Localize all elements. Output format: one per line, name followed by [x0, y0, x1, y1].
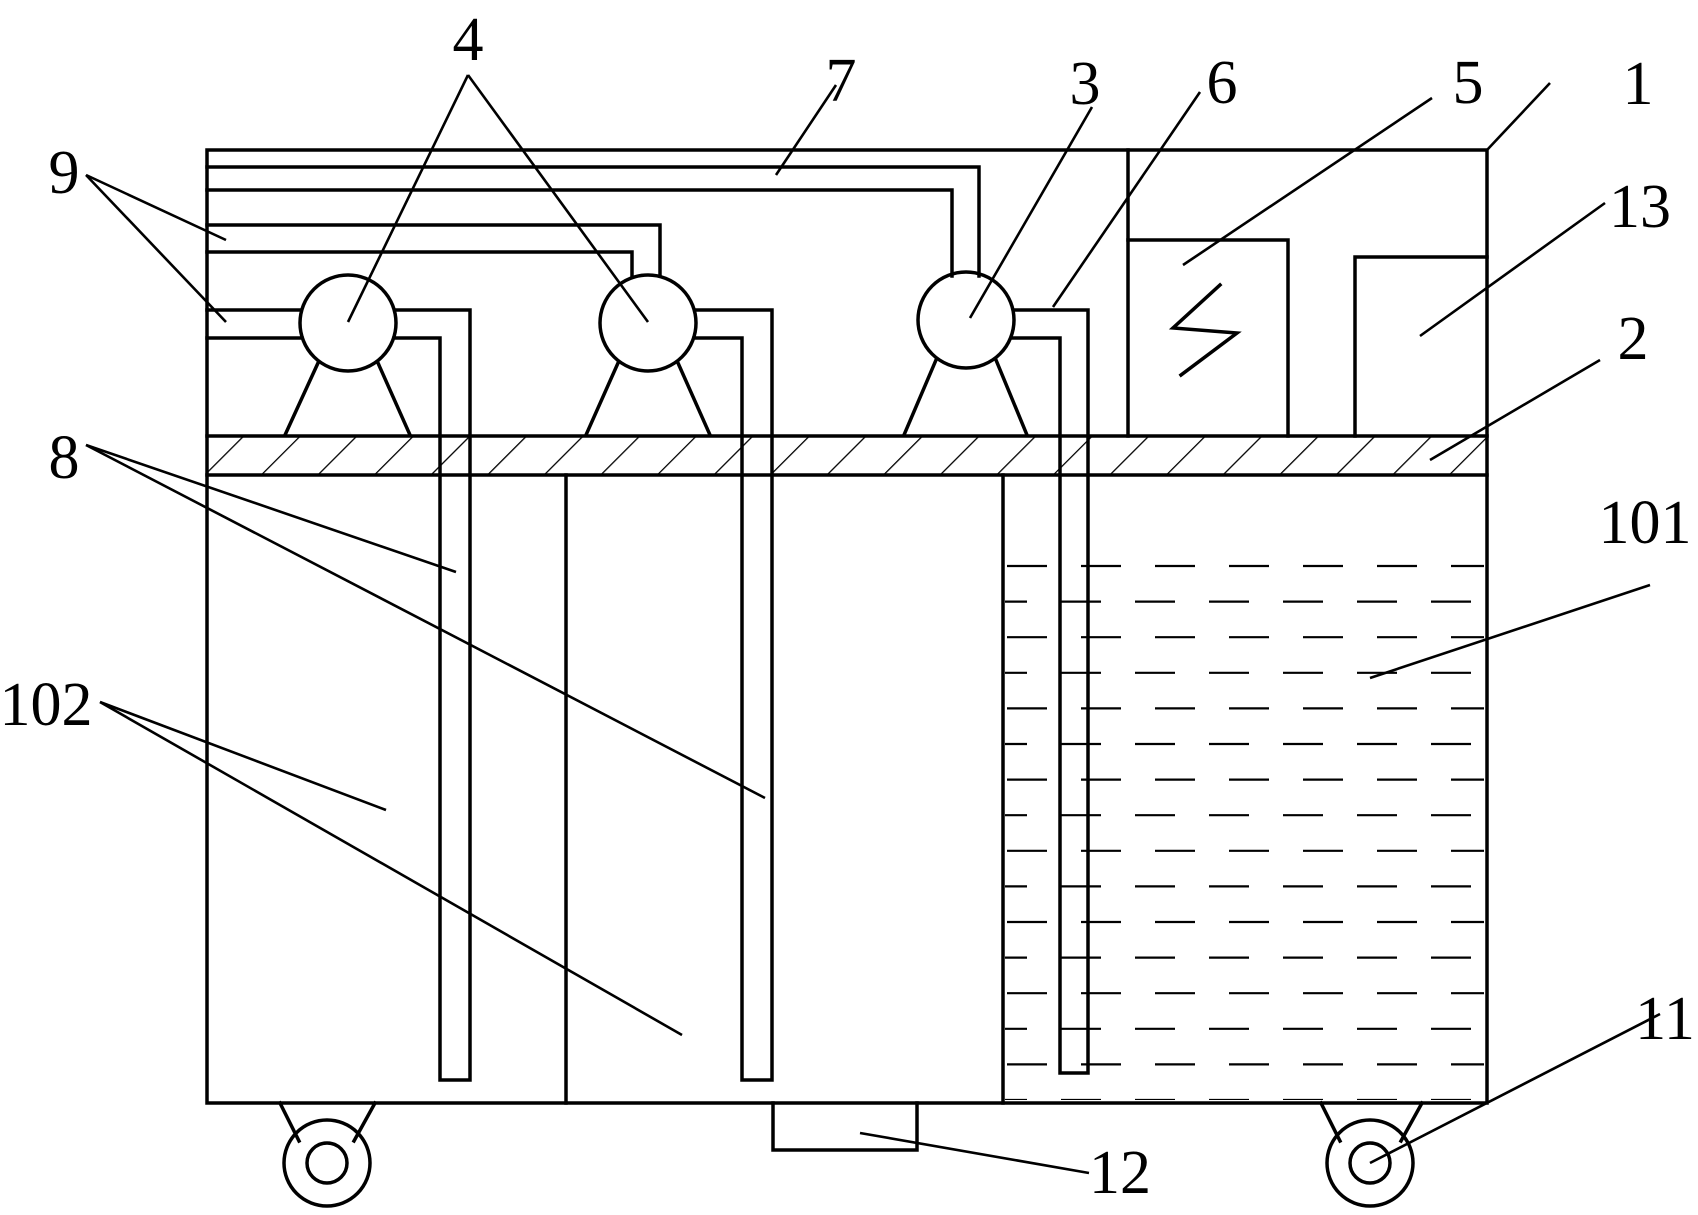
partition-plate — [205, 434, 1489, 477]
labels: 1 2 3 4 5 6 7 8 9 11 12 13 101 102 — [0, 6, 1695, 1207]
pump-2 — [583, 273, 713, 438]
housing — [205, 148, 1489, 1105]
pipe-2 — [692, 308, 774, 1082]
wheel-left — [277, 1100, 378, 1208]
pipe-3 — [1010, 308, 1090, 1075]
label-11: 11 — [1635, 985, 1695, 1053]
controller-box — [1353, 255, 1489, 438]
label-101: 101 — [1599, 489, 1692, 557]
liquid — [1005, 564, 1484, 1100]
leader-lines — [85, 74, 1661, 1175]
label-102: 102 — [0, 671, 93, 739]
label-5: 5 — [1453, 49, 1484, 117]
lightning-icon — [1168, 282, 1242, 378]
battery-box — [1126, 238, 1290, 438]
label-13: 13 — [1609, 173, 1671, 241]
label-9: 9 — [49, 139, 80, 207]
label-12: 12 — [1089, 1139, 1151, 1207]
pump-3 — [901, 270, 1030, 438]
label-2: 2 — [1618, 305, 1649, 373]
label-8: 8 — [49, 424, 80, 492]
label-3: 3 — [1070, 50, 1101, 118]
label-4: 4 — [453, 6, 484, 74]
wheel-right — [1318, 1100, 1425, 1208]
pump-1 — [282, 273, 413, 438]
pipe-1 — [392, 308, 472, 1082]
wires — [205, 165, 981, 340]
label-6: 6 — [1207, 49, 1238, 117]
label-7: 7 — [826, 47, 857, 115]
drain-block — [771, 1101, 919, 1152]
label-1: 1 — [1623, 50, 1654, 118]
